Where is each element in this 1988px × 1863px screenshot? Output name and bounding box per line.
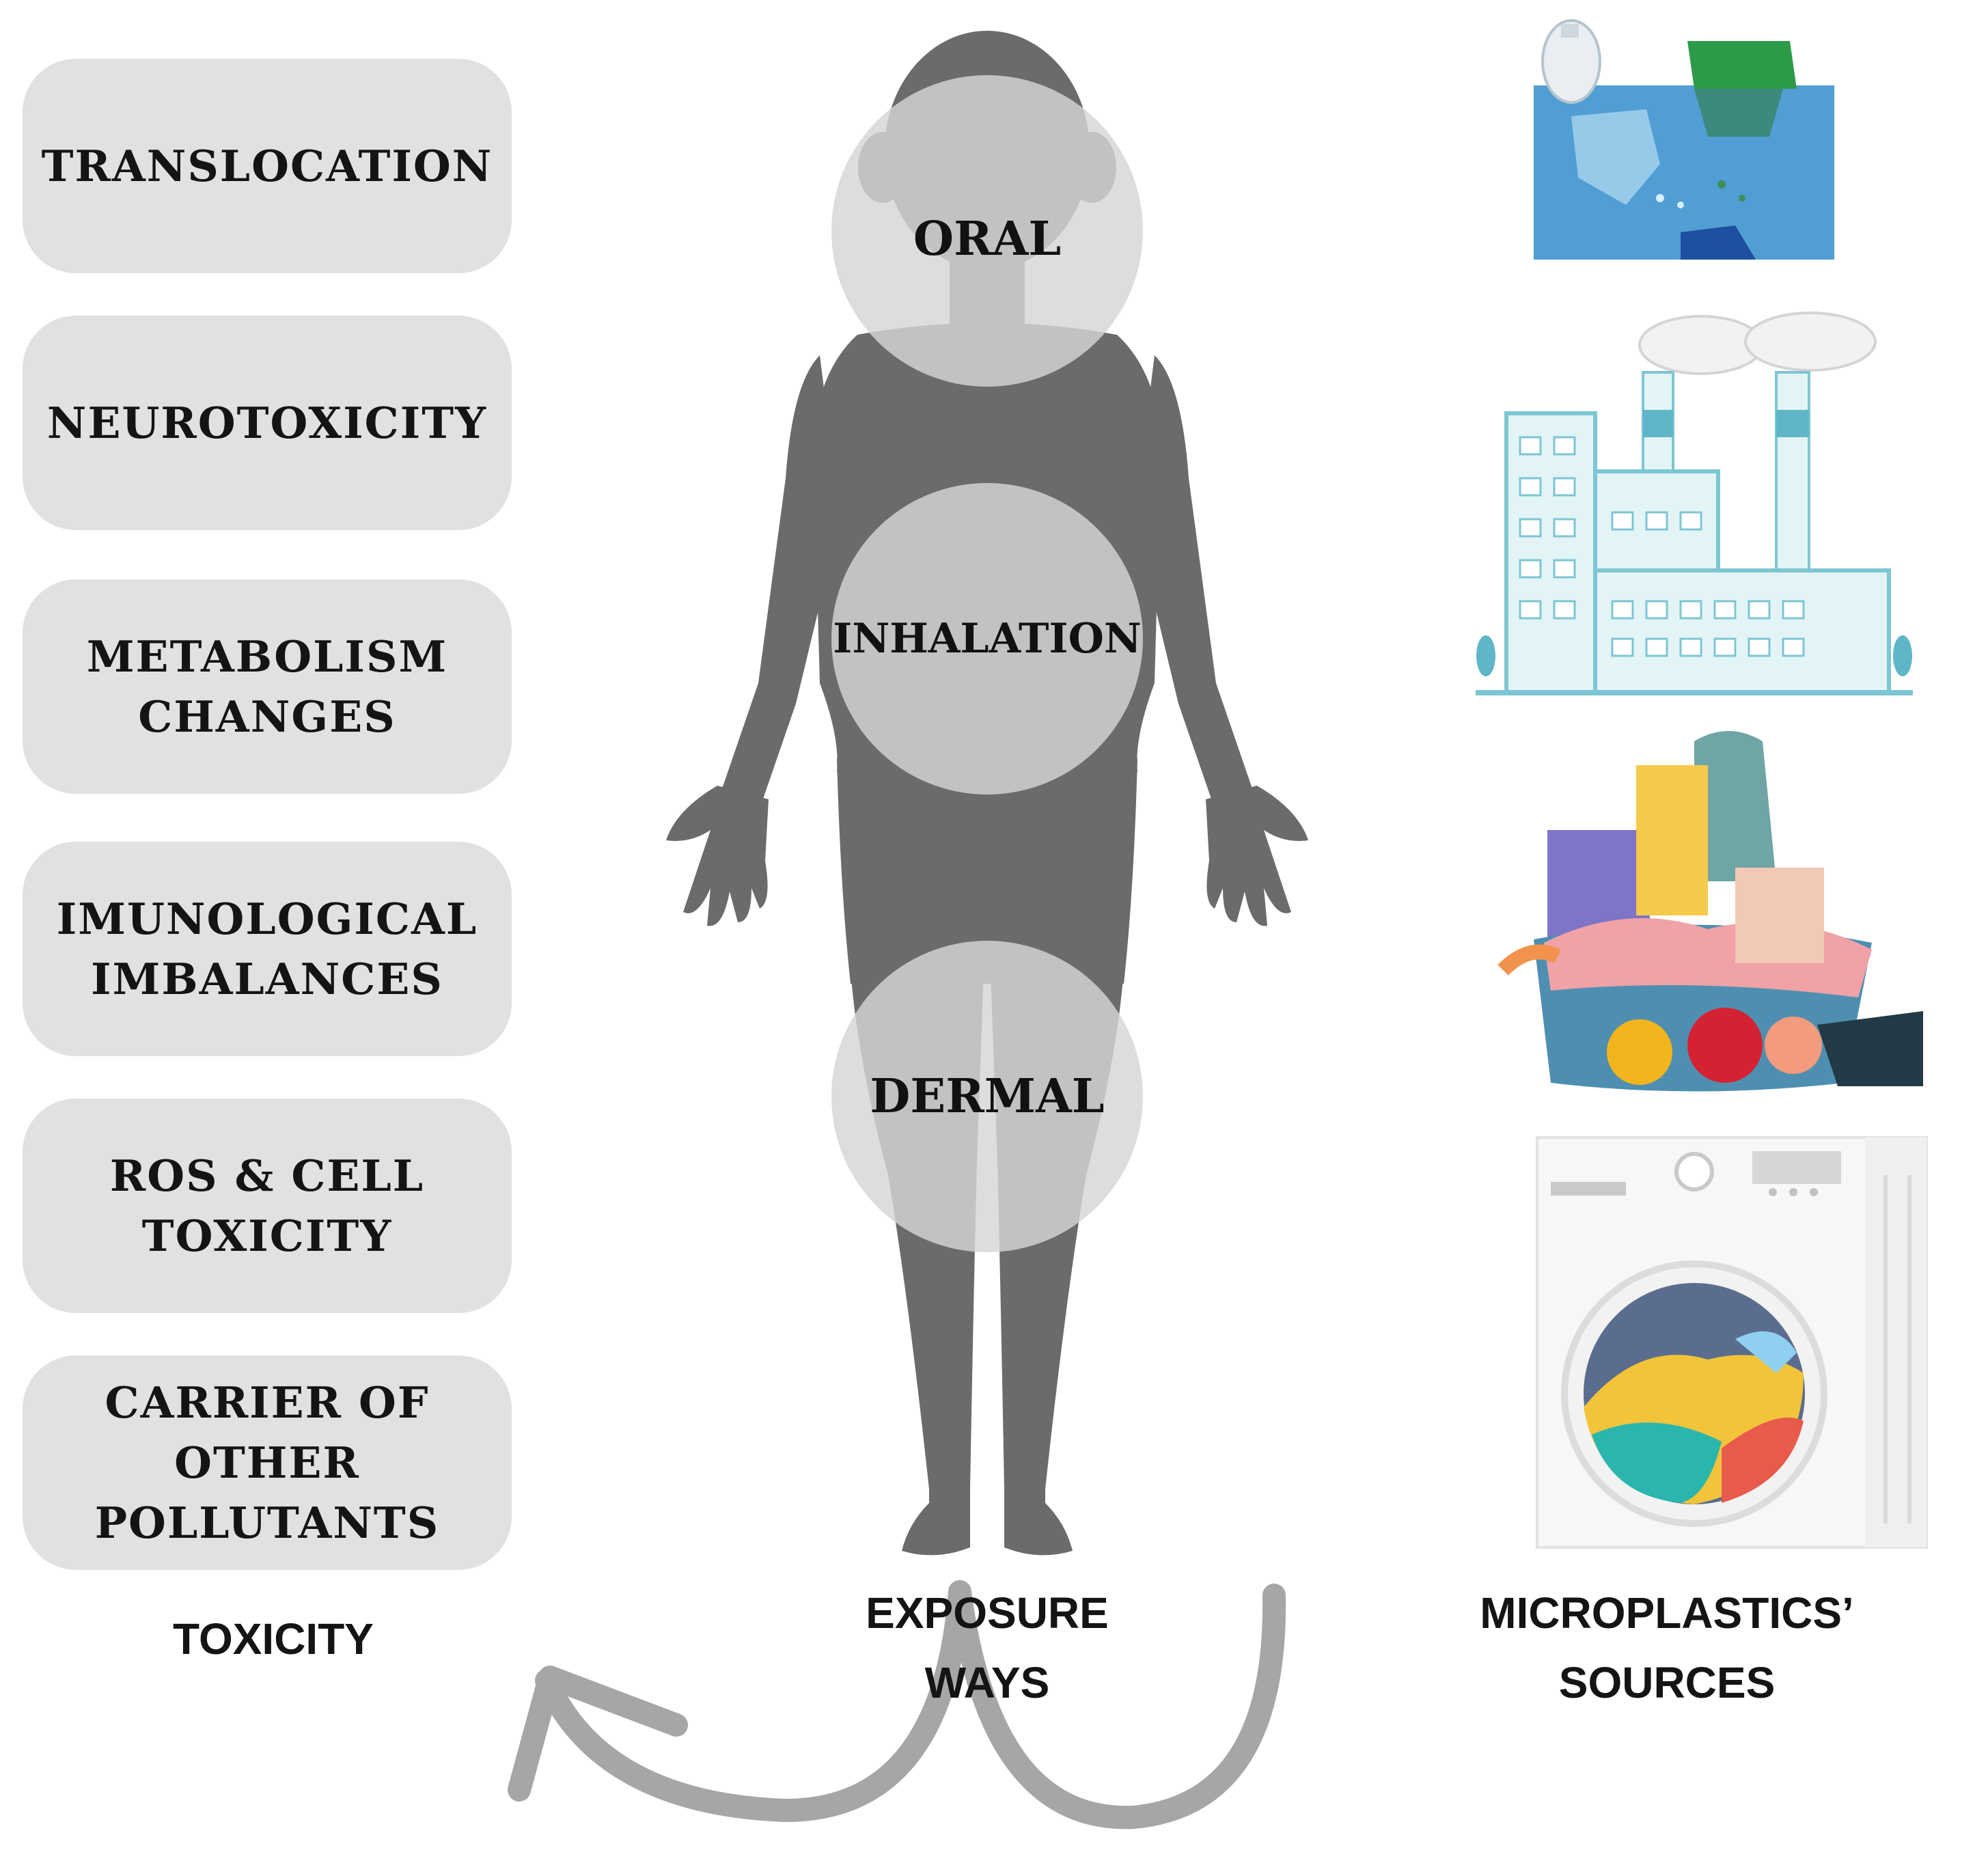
toxicity-box-immunological: IMUNOLOGICAL IMBALANCES [23,842,512,1056]
laundry-basket-icon [1497,731,1923,1092]
toxicity-box-carrier: CARRIER OF OTHER POLLUTANTS [23,1355,512,1570]
toxicity-label: IMUNOLOGICAL IMBALANCES [56,894,478,1004]
exposure-zones [831,75,1143,1252]
sources-caption: MICROPLASTICS’ SOURCES [1480,1588,1854,1707]
dermal-label: DERMAL [870,1069,1105,1124]
arrow-left-curve [535,1580,971,1822]
toxicity-box-neurotoxicity: NEUROTOXICITY [23,316,512,530]
toxicity-box-ros: ROS & CELL TOXICITY [23,1099,512,1313]
flow-arrows [508,1580,1286,1830]
inhalation-label: INHALATION [833,615,1142,663]
toxicity-label: ROS & CELL TOXICITY [109,1150,425,1261]
ocean-plastic-icon [1534,19,1834,260]
exposure-caption: EXPOSURE WAYS [866,1588,1109,1707]
toxicity-caption: TOXICITY [173,1614,374,1664]
toxicity-label: METABOLISM CHANGES [86,631,448,742]
oral-zone [831,75,1143,387]
oral-label: ORAL [913,212,1062,266]
toxicity-box-metabolism: METABOLISM CHANGES [23,579,512,794]
toxicity-label: CARRIER OF OTHER POLLUTANTS [94,1377,440,1548]
dermal-zone [831,941,1143,1252]
arrow-head-icon [508,1666,688,1802]
factory-icon [1476,312,1913,695]
toxicity-box-translocation: TRANSLOCATION [23,59,512,273]
toxicity-label: TRANSLOCATION [41,141,493,191]
toxicity-label: NEUROTOXICITY [46,398,488,448]
inhalation-zone [831,483,1143,795]
washing-machine-icon [1536,1136,1928,1549]
arrow-right-curve [948,1580,1286,1830]
